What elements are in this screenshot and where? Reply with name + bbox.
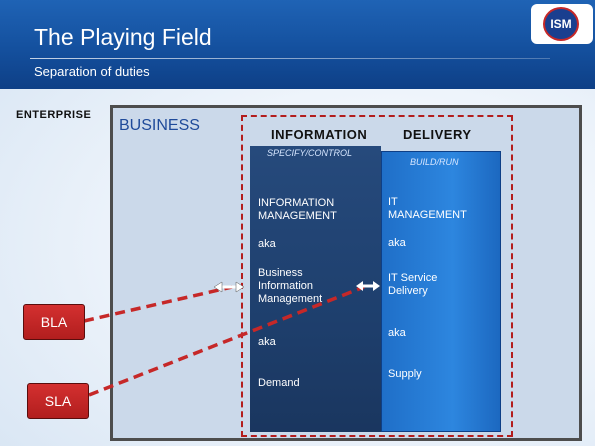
logo-badge: ISM <box>543 7 579 41</box>
right-item-it-management: IT MANAGEMENT <box>388 196 467 221</box>
sla-scroll: SLA <box>27 383 89 419</box>
build-run-subheader: BUILD/RUN <box>410 157 459 167</box>
right-item-supply: Supply <box>388 368 422 380</box>
delivery-header: DELIVERY <box>403 127 472 142</box>
logo-text: ISM <box>550 17 572 31</box>
bla-connector-line <box>83 285 233 323</box>
ism-logo: ISM <box>531 4 593 44</box>
delivery-column <box>381 151 501 432</box>
left-item-aka-1: aka <box>258 238 276 250</box>
enterprise-label: ENTERPRISE <box>16 109 92 121</box>
left-item-aka-2: aka <box>258 336 276 348</box>
left-item-demand: Demand <box>258 377 300 389</box>
slide-title: The Playing Field <box>34 24 212 50</box>
sla-connector-line <box>88 285 365 397</box>
right-item-it-service-delivery: IT Service Delivery <box>388 272 438 297</box>
left-item-business-information-management: Business Information Management <box>258 267 323 305</box>
left-item-information-management: INFORMATION MANAGEMENT <box>258 197 337 222</box>
right-item-aka-1: aka <box>388 237 406 249</box>
service-interface-arrow-icon <box>356 281 380 291</box>
dashed-scope-frame <box>241 115 513 437</box>
specify-control-subheader: SPECIFY/CONTROL <box>267 148 353 158</box>
right-item-aka-2: aka <box>388 327 406 339</box>
business-label: BUSINESS <box>119 117 200 134</box>
business-interface-arrow-icon <box>213 281 245 293</box>
slide-subtitle: Separation of duties <box>34 64 150 79</box>
bla-scroll: BLA <box>23 304 85 340</box>
slide-header <box>0 0 595 89</box>
information-header: INFORMATION <box>271 127 368 142</box>
header-divider <box>30 58 550 59</box>
